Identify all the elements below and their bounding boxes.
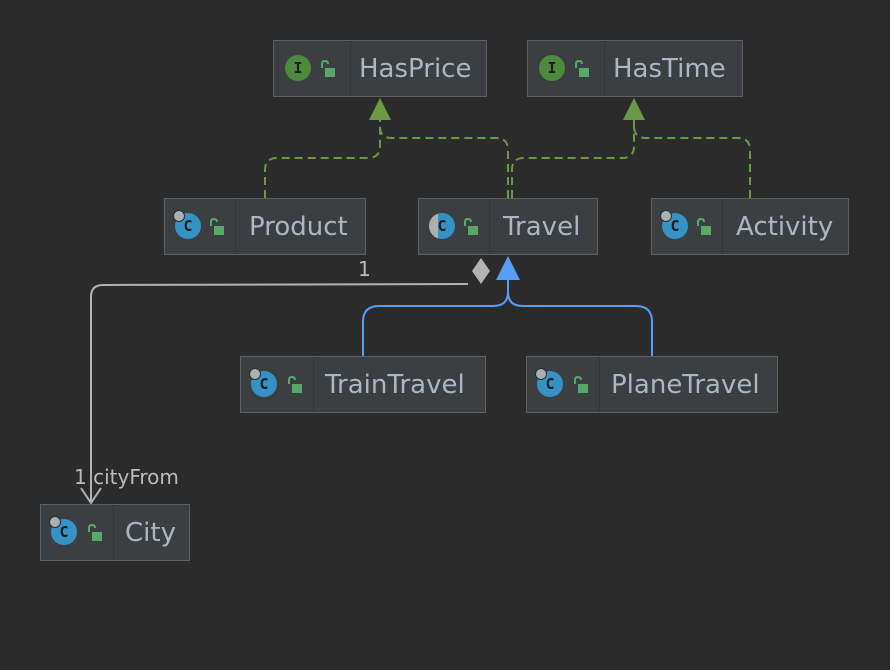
node-hastime-label: HasTime [613,54,726,84]
node-hasprice[interactable]: I HasPrice [273,40,487,97]
class-kind-letter: C [183,217,193,235]
class-icon-badge [660,210,672,222]
public-lock-icon [464,218,478,235]
class-kind-letter: C [59,523,69,541]
edge-traintravel-extends-travel [362,278,509,356]
node-hastime-icon-cell: I [528,41,605,96]
public-lock-icon [321,60,335,77]
abstract-class-icon: C [429,213,455,239]
class-icon-badge [535,368,547,380]
edge-activity-implements-hastime [633,118,751,198]
multiplicity-travel-end: 1 [358,257,371,281]
public-lock-icon [697,218,711,235]
node-product[interactable]: C Product [164,198,366,255]
public-lock-icon [288,376,302,393]
class-icon-badge [173,210,185,222]
interface-kind-letter: I [547,59,557,77]
interface-icon: I [539,55,565,81]
interface-icon: I [285,55,311,81]
node-planetravel-icon-cell: C [527,357,600,412]
node-planetravel-label: PlaneTravel [611,370,760,400]
node-city-icon-cell: C [41,505,114,560]
class-kind-letter: C [545,375,555,393]
node-city[interactable]: C City [40,504,190,561]
edge-product-implements-hasprice [264,118,381,198]
node-hasprice-label: HasPrice [359,54,472,84]
node-planetravel[interactable]: C PlaneTravel [526,356,778,413]
interface-kind-letter: I [293,59,303,77]
node-traintravel-label: TrainTravel [325,370,465,400]
node-activity-label: Activity [736,212,834,242]
extends-arrowhead-travel [496,256,520,280]
node-travel-icon-cell: C [419,199,490,254]
abstract-class-kind-letter: C [437,217,447,235]
edge-planetravel-extends-travel [507,278,653,356]
public-lock-icon [574,376,588,393]
implements-arrowhead-hastime [623,98,645,120]
edge-travel-implements-hastime [511,118,635,198]
implements-arrowhead-hasprice [369,98,391,120]
composition-diamond-travel [472,258,490,284]
node-traintravel[interactable]: C TrainTravel [240,356,486,413]
edge-travel-implements-hasprice [379,118,509,198]
class-icon: C [660,210,688,239]
class-icon-badge [49,516,61,528]
association-arrowhead-city [80,487,102,505]
node-hastime[interactable]: I HasTime [527,40,743,97]
node-product-label: Product [249,212,348,242]
class-kind-letter: C [259,375,269,393]
public-lock-icon [88,524,102,541]
node-activity-icon-cell: C [652,199,723,254]
node-product-icon-cell: C [165,199,236,254]
edge-travel-composition-city [90,283,469,502]
class-icon: C [535,368,563,397]
multiplicity-city-end: 1 cityFrom [74,465,179,489]
node-travel-label: Travel [503,212,581,242]
node-activity[interactable]: C Activity [651,198,849,255]
node-city-label: City [125,518,176,548]
public-lock-icon [575,60,589,77]
public-lock-icon [210,218,224,235]
class-kind-letter: C [670,217,680,235]
class-icon-badge [249,368,261,380]
node-traintravel-icon-cell: C [241,357,314,412]
class-icon: C [49,516,77,545]
class-icon: C [173,210,201,239]
node-hasprice-icon-cell: I [274,41,351,96]
node-travel[interactable]: C Travel [418,198,598,255]
class-icon: C [249,368,277,397]
